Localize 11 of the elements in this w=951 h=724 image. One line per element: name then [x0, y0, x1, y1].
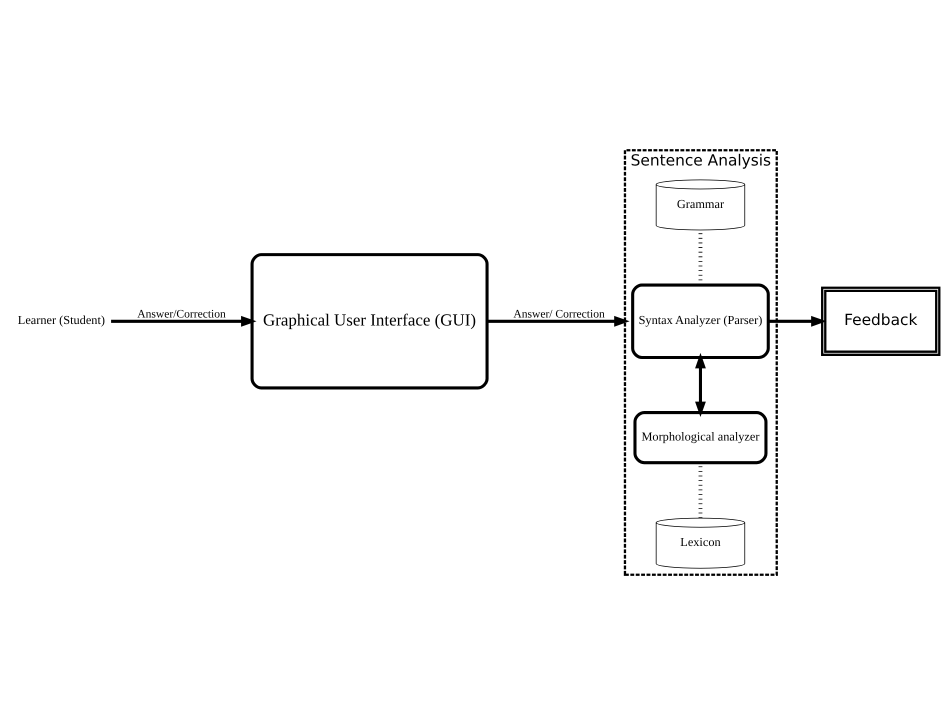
node-box: Morphological analyzer	[633, 410, 768, 464]
edge-label: Answer/Correction	[137, 308, 226, 320]
node-text: Learner (Student)	[18, 312, 105, 327]
arrow	[695, 352, 706, 417]
arrow	[768, 315, 827, 326]
edge-label: Answer/ Correction	[513, 308, 605, 320]
node-box: Syntax Analyzer (Parser)	[631, 283, 770, 359]
node-box: Feedback	[821, 286, 940, 356]
node-box: Graphical User Interface (GUI)	[250, 252, 489, 389]
arrow	[487, 315, 630, 326]
arrow	[111, 315, 257, 326]
